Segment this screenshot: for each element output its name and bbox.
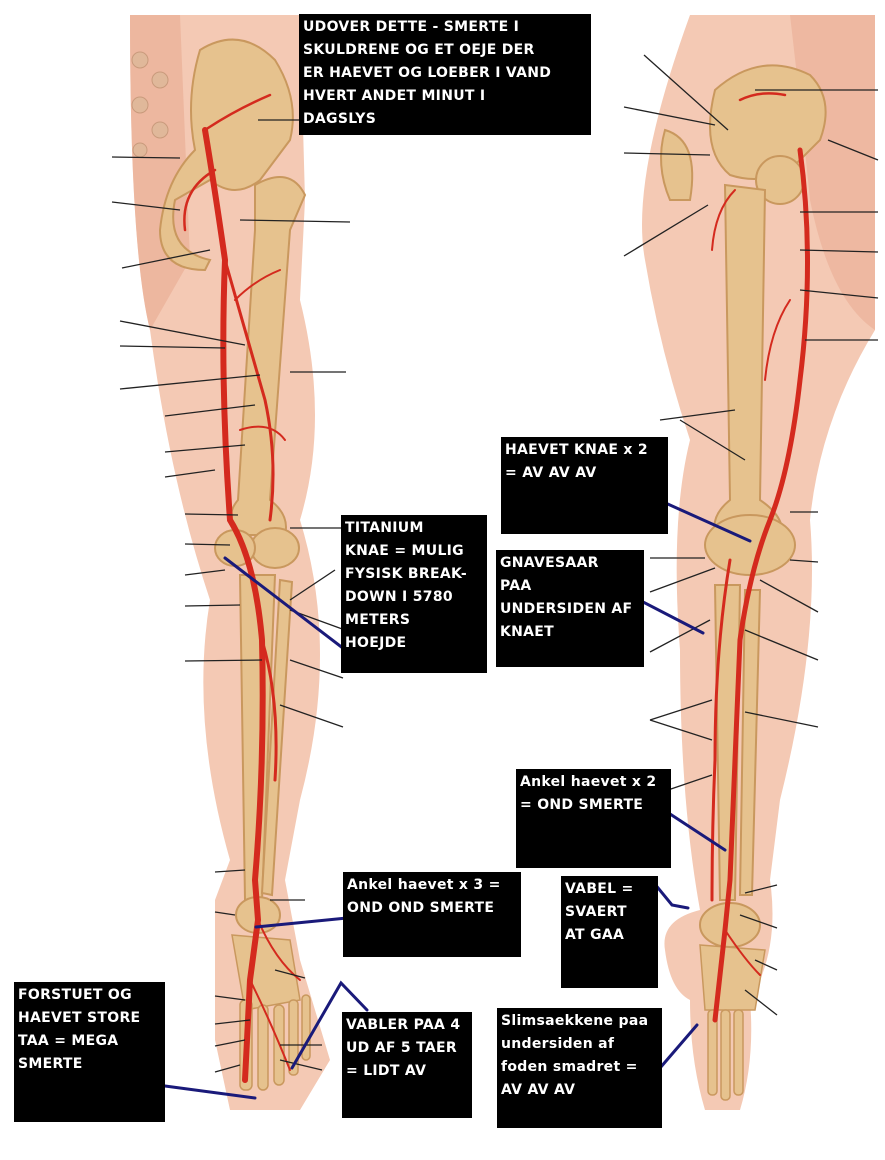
left-leader-lines [111, 119, 351, 1073]
annotation-sprained-big-toe: FORSTUET OG HAEVET STORE TAA = MEGA SMER… [14, 982, 165, 1122]
right-pelvis [709, 64, 827, 180]
annotation-ankle-swollen-3: Ankel haevet x 3 = OND OND SMERTE [343, 872, 521, 957]
annotation-blister-walk: VABEL = SVAERT AT GAA [561, 876, 658, 988]
annotation-blisters-toes: VABLER PAA 4 UD AF 5 TAER = LIDT AV [342, 1012, 472, 1118]
left-patella [250, 527, 300, 569]
sacrum [131, 51, 169, 158]
annotation-shoulders-eye: UDOVER DETTE - SMERTE I SKULDRENE OG ET … [299, 14, 591, 135]
right-arteries [710, 92, 810, 1023]
annotation-swollen-knee-2: HAEVET KNAE x 2 = AV AV AV [501, 437, 668, 534]
annotation-titanium-knee: TITANIUM KNAE = MULIG FYSISK BREAK- DOWN… [341, 515, 487, 673]
pointer-lines [163, 490, 752, 1100]
right-fibula [738, 589, 762, 896]
right-leg-back [623, 15, 879, 1110]
right-knee [704, 514, 796, 576]
annotation-chafing-knee: GNAVESAAR PAA UNDERSIDEN AF KNAET [496, 550, 644, 667]
right-heel [699, 902, 761, 948]
left-pelvis [158, 38, 294, 272]
annotation-bursae-foot: Slimsaekkene paa undersiden af foden sma… [497, 1008, 662, 1128]
right-leader-lines [623, 54, 879, 1016]
annotation-ankle-swollen-2: Ankel haevet x 2 = OND SMERTE [516, 769, 671, 868]
